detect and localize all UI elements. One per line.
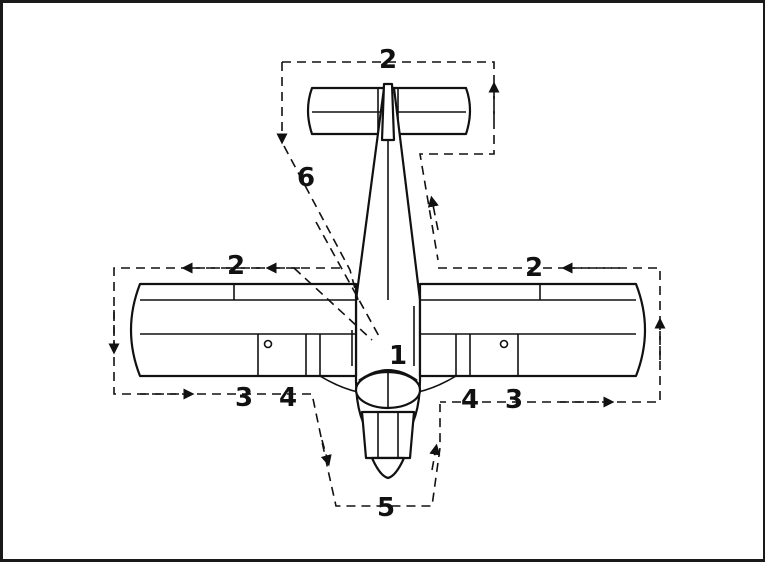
label-right-3: 3 <box>505 385 523 415</box>
vertical-fin <box>380 82 396 142</box>
label-tail-2: 2 <box>379 45 397 75</box>
label-right-wing-2: 2 <box>525 253 543 283</box>
left-wing <box>129 282 358 378</box>
label-right-4: 4 <box>461 385 479 415</box>
right-wing <box>418 282 647 378</box>
label-cockpit-1: 1 <box>389 341 407 371</box>
label-fuselage-6: 6 <box>297 163 315 193</box>
label-left-4: 4 <box>279 383 297 413</box>
label-left-wing-2: 2 <box>227 251 245 281</box>
spinner <box>370 456 406 480</box>
label-nose-5: 5 <box>377 493 395 523</box>
engine-cowling <box>360 410 416 480</box>
right-wing-root <box>417 375 457 393</box>
cockpit-canopy <box>354 369 422 410</box>
label-left-3: 3 <box>235 383 253 413</box>
left-wing-root <box>319 375 359 393</box>
walkaround-path <box>108 61 666 507</box>
